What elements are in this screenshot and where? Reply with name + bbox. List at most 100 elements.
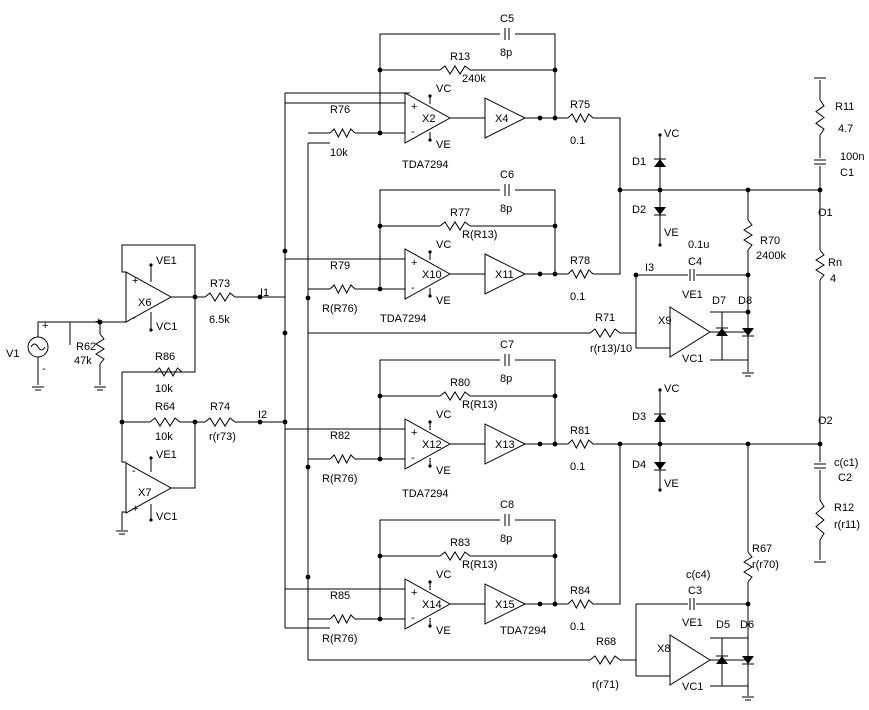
ve1-pin-label: VE1 [682, 289, 703, 301]
op-minus-sign: - [132, 312, 136, 324]
label-r78: R78 [570, 255, 590, 267]
junction-dot [537, 441, 543, 447]
wire [593, 190, 621, 275]
label-r83v: R(R13) [462, 559, 497, 571]
op-plus-sign: + [132, 275, 138, 287]
label-r80: R80 [450, 377, 470, 389]
x13-buffer [484, 423, 527, 465]
label-c2v: c(c1) [834, 457, 858, 469]
label-rn: Rn [828, 257, 842, 269]
c6-capacitor [504, 184, 510, 196]
ground-symbol [742, 696, 754, 701]
wire [515, 189, 556, 274]
pin-dot [428, 580, 432, 584]
pin-dot [428, 250, 432, 254]
label-x13: X13 [495, 439, 515, 451]
label-o2: O2 [818, 415, 833, 427]
label-x8: X8 [657, 643, 670, 655]
label-c8v: 8p [500, 533, 512, 545]
ve-pin-label: VE [664, 227, 679, 239]
v1-sine [30, 343, 46, 351]
ve1-pin-label: VE1 [156, 255, 177, 267]
r79-resistor [329, 283, 356, 295]
label-r62: R62 [76, 341, 96, 353]
label-x10: X10 [422, 269, 442, 281]
label-x15: X15 [495, 599, 515, 611]
label-c2: C2 [838, 472, 852, 484]
x14-op-amp [404, 578, 452, 630]
op-plus-sign: + [42, 320, 48, 332]
junction-dot [377, 67, 383, 73]
junction-dot [537, 601, 543, 607]
label-r77: R77 [450, 207, 470, 219]
label-r74v: r(r73) [209, 431, 236, 443]
r76-resistor [329, 127, 356, 139]
label-r82: R82 [330, 430, 350, 442]
r13-resistor [439, 65, 471, 75]
label-r76v: 10k [330, 147, 348, 159]
label-r79: R79 [330, 260, 350, 272]
label-x12: X12 [422, 439, 442, 451]
label-d7: D7 [712, 295, 726, 307]
junction-dot [305, 464, 311, 470]
label-r76: R76 [330, 104, 350, 116]
r73-resistor [204, 292, 236, 302]
c7-capacitor [504, 354, 510, 366]
label-r64v: 10k [155, 431, 173, 443]
r80-resistor [439, 391, 471, 401]
vc-pin-label: VC [664, 128, 679, 140]
wire [379, 519, 500, 619]
label-c5v: 8p [500, 47, 512, 59]
label-c5: C5 [500, 13, 514, 25]
vc1-pin-label: VC1 [156, 321, 177, 333]
label-d3: D3 [632, 411, 646, 423]
x8-op-amp [669, 634, 711, 686]
vc1-pin-label: VC1 [682, 681, 703, 693]
label-r81: R81 [570, 425, 590, 437]
label-r73: R73 [210, 278, 230, 290]
label-i2: I2 [258, 409, 267, 421]
junction-dot [257, 419, 263, 425]
r81-resistor [567, 438, 594, 450]
x9-op-amp [669, 306, 711, 358]
junction-dot [282, 248, 288, 254]
label-r62v: 47k [74, 355, 92, 367]
op-plus-sign: + [95, 316, 101, 328]
wire [379, 359, 500, 459]
wire [593, 117, 621, 190]
d3-diode [654, 414, 666, 422]
d5-diode [716, 656, 728, 664]
wire [515, 33, 556, 118]
junction-dot [377, 553, 383, 559]
label-x4: X4 [495, 113, 508, 125]
vc-pin-label: VC [436, 409, 451, 421]
junction-dot [537, 115, 543, 121]
pin-dot [658, 488, 662, 492]
x6-op-amp [125, 271, 173, 323]
junction-dot [537, 271, 543, 277]
wire [121, 244, 196, 297]
wire [515, 519, 556, 604]
label-r70v: 2400k [756, 250, 786, 262]
op-plus-sign: + [411, 257, 417, 269]
label-r12v: r(r11) [834, 519, 860, 531]
ground-symbol [32, 386, 44, 391]
junction-dot [305, 574, 311, 580]
wire [37, 321, 100, 337]
label-c1v: 100n [840, 151, 864, 163]
label-x2: X2 [422, 113, 435, 125]
junction-dot [552, 553, 558, 559]
label-d5: D5 [716, 619, 730, 631]
x11-buffer [484, 253, 527, 295]
label-c6: C6 [500, 169, 514, 181]
label-c3: C3 [688, 585, 702, 597]
wires [37, 33, 823, 696]
label-r71v: r(r13)/10 [590, 343, 632, 355]
r84-resistor [567, 598, 594, 610]
d8-diode [742, 328, 754, 336]
r83-resistor [439, 551, 471, 561]
d7-diode [716, 328, 728, 336]
label-r79v: R(R76) [322, 303, 357, 315]
label-c6v: 8p [500, 203, 512, 215]
